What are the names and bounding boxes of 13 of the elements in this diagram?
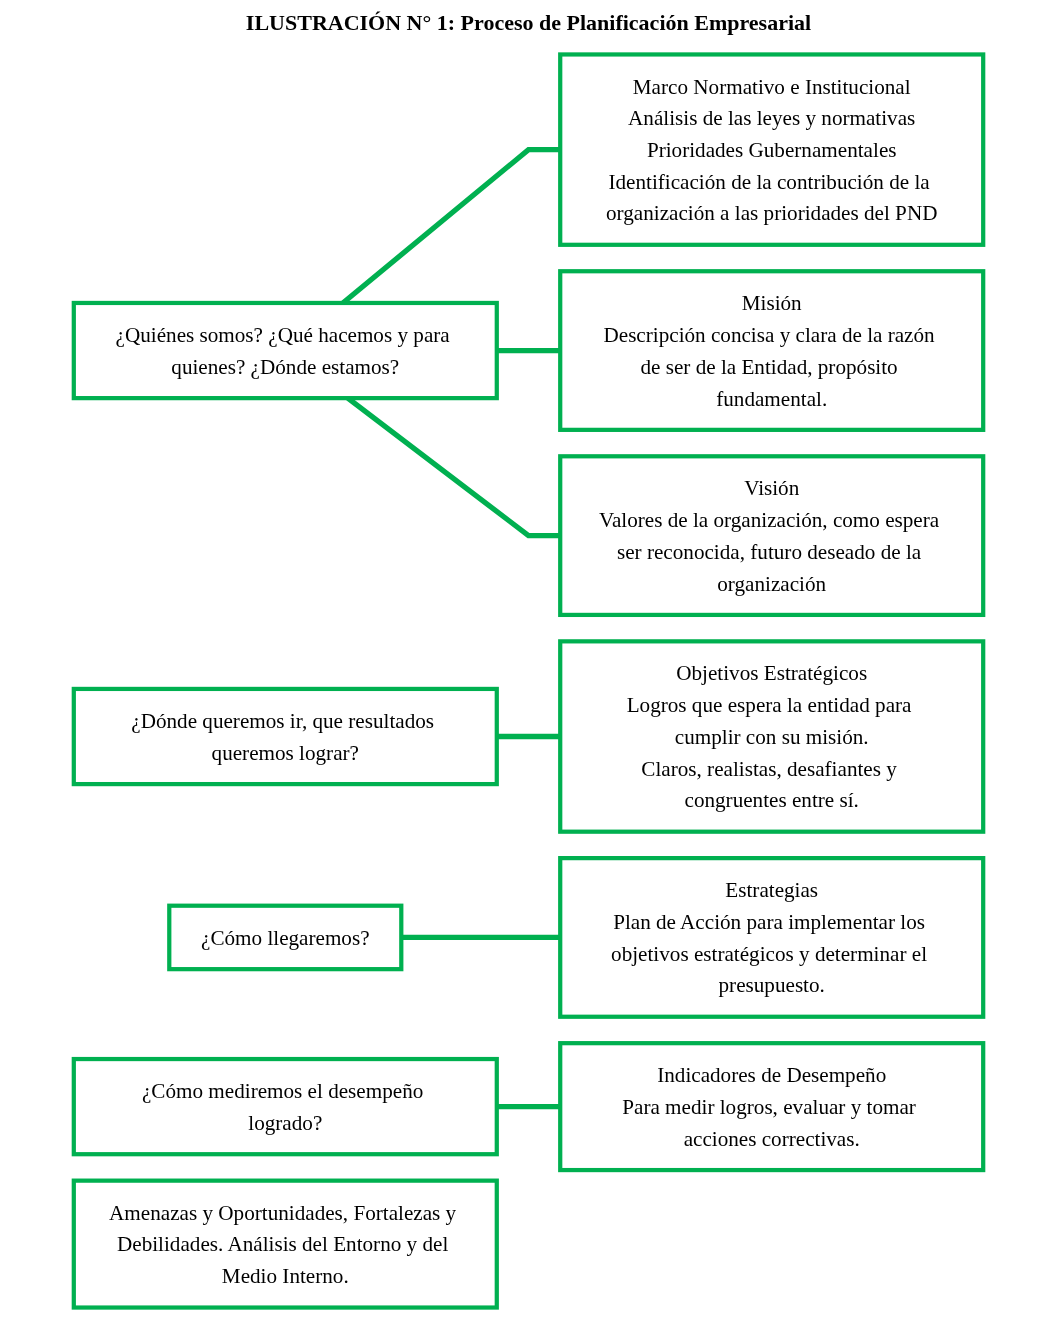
connector [401,934,561,941]
node-box: Misión Descripción concisa y clara de la razón de ser de la Entidad, propósito fundamental. [558,269,986,432]
node-box: Marco Normativo e Institucional Análisis de las leyes y normativas Prioridades Gubernamentales Identificación de la contribución de la organización a las prioridades del PND [558,52,986,247]
node-box: ¿Cómo mediremos el desempeño logrado? [71,1056,499,1157]
node-box: Objetivos Estratégicos Logros que espera la entidad para cumplir con su misión. Claros, realistas, desafiantes y congruentes entre sí. [558,639,986,834]
node-box: ¿Quiénes somos? ¿Qué hacemos y para quienes? ¿Dónde estamos? [71,300,499,401]
node-box: Estrategias Plan de Acción para implementar los objetivos estratégicos y determinar el presupuesto. [558,856,986,1019]
node-box: ¿Cómo llegaremos? [167,903,404,972]
node-box: Indicadores de Desempeño Para medir logros, evaluar y tomar acciones correctivas. [558,1041,986,1173]
diagram-title: ILUSTRACIÓN N° 1: Proceso de Planificación Empresarial [244,10,813,36]
node-box: Amenazas y Oportunidades, Fortalezas y Debilidades. Análisis del Entorno y del Medio Interno. [71,1178,499,1310]
node-box: Visión Valores de la organización, como espera ser reconocida, futuro deseado de la organización [558,454,986,618]
node-box: ¿Dónde queremos ir, que resultados queremos lograr? [71,686,499,787]
